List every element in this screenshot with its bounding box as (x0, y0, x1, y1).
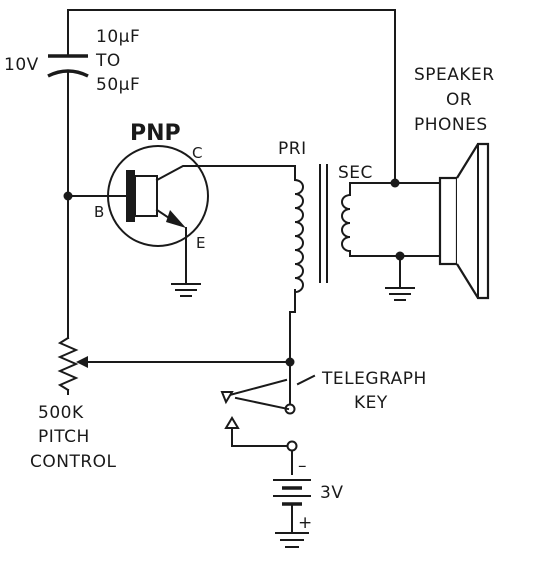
transistor-collector-label: C (192, 144, 202, 162)
capacitor-value-line1: 10μF (96, 27, 140, 47)
potentiometer-label-line3: CONTROL (30, 452, 117, 472)
potentiometer-label-line2: PITCH (38, 427, 90, 447)
junction-dot (390, 178, 400, 188)
battery (273, 450, 311, 533)
potentiometer (57, 336, 291, 395)
battery-positive-label: + (298, 513, 313, 533)
capacitor-voltage-label: 10V (4, 55, 39, 75)
battery-negative-label: – (298, 456, 307, 476)
transistor-base-label: B (94, 203, 104, 221)
key-label-line2: KEY (354, 393, 388, 413)
transformer-primary-label: PRI (278, 139, 307, 159)
speaker-label-line3: PHONES (414, 115, 488, 135)
key-terminal (286, 440, 298, 452)
capacitor (47, 54, 89, 339)
transistor-type-label: PNP (130, 121, 181, 146)
capacitor-value-line2: TO (95, 51, 121, 71)
top-wire (67, 9, 396, 184)
ground-secondary (385, 255, 415, 301)
junction-dot (63, 191, 73, 201)
transistor (63, 145, 209, 283)
speaker-label-line2: OR (446, 90, 472, 110)
speaker-label-line1: SPEAKER (414, 65, 495, 85)
transistor-emitter-label: E (196, 234, 205, 252)
transformer (197, 164, 441, 361)
ground-battery (275, 532, 309, 548)
potentiometer-label-line1: 500K (38, 403, 84, 423)
capacitor-value-line3: 50μF (96, 75, 140, 95)
key-label-line1: TELEGRAPH (321, 369, 427, 389)
transformer-secondary-label: SEC (338, 163, 373, 183)
ground-emitter (171, 283, 201, 297)
battery-voltage-label: 3V (320, 483, 343, 503)
telegraph-key (220, 361, 316, 452)
speaker-icon (438, 142, 490, 300)
